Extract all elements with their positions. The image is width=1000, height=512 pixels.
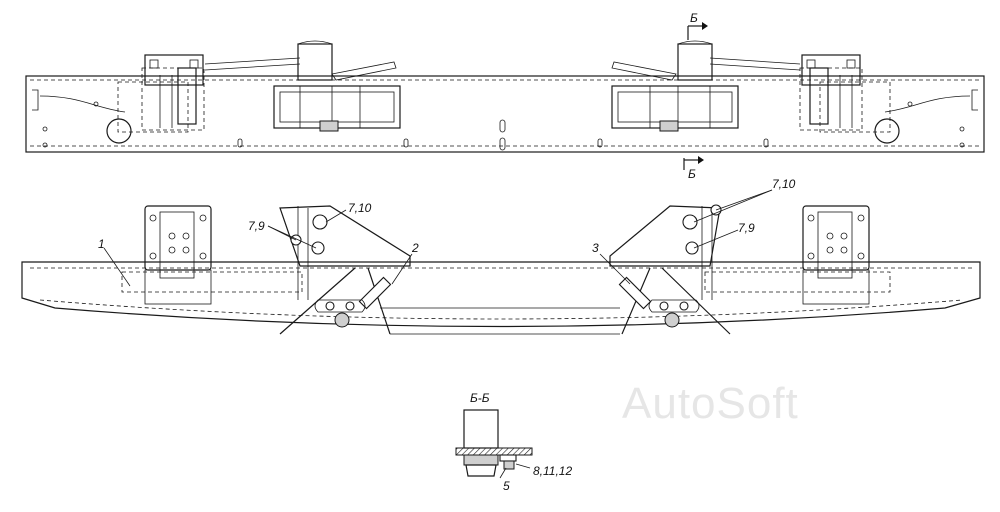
front-beam-outline	[21, 261, 981, 328]
top-bracket-left	[144, 54, 204, 86]
section-marker-top: Б	[690, 11, 698, 25]
section-view: Б-Б 5 8,11,12	[455, 391, 572, 493]
callout-5: 5	[503, 479, 510, 493]
callout-7-9-right: 7,9	[738, 221, 755, 235]
callout-2: 2	[411, 241, 419, 255]
front-arm-left	[279, 205, 411, 267]
top-nut-left	[319, 120, 339, 132]
top-post-left	[297, 43, 333, 81]
callout-1: 1	[98, 237, 105, 251]
section-title: Б-Б	[470, 391, 490, 405]
front-view: 1 2 3 7,10 7,9 7,10 7,9	[21, 177, 981, 335]
callout-7-10-right: 7,10	[772, 177, 796, 191]
callout-3: 3	[592, 241, 599, 255]
section-nut	[503, 460, 515, 470]
watermark: AutoSoft	[622, 379, 799, 428]
top-view: Б Б	[25, 11, 985, 181]
front-pin-right	[664, 312, 680, 328]
section-plate	[455, 447, 533, 456]
callout-7-9-left: 7,9	[248, 219, 265, 233]
top-nut-right	[659, 120, 679, 132]
top-beam-outline	[25, 75, 985, 153]
callout-7-10-left: 7,10	[348, 201, 372, 215]
top-hole-left	[106, 118, 132, 144]
top-hole-right	[874, 118, 900, 144]
section-bracket	[463, 454, 499, 466]
section-marker-bottom: Б	[688, 167, 696, 181]
front-pin-left	[334, 312, 350, 328]
top-bracket-right	[801, 54, 861, 86]
top-post-right	[677, 43, 713, 81]
callout-8-11-12: 8,11,12	[533, 464, 572, 478]
front-arm-right	[609, 205, 721, 267]
front-rod-right	[618, 276, 652, 310]
section-post	[463, 409, 499, 449]
front-rod-left	[358, 276, 392, 310]
